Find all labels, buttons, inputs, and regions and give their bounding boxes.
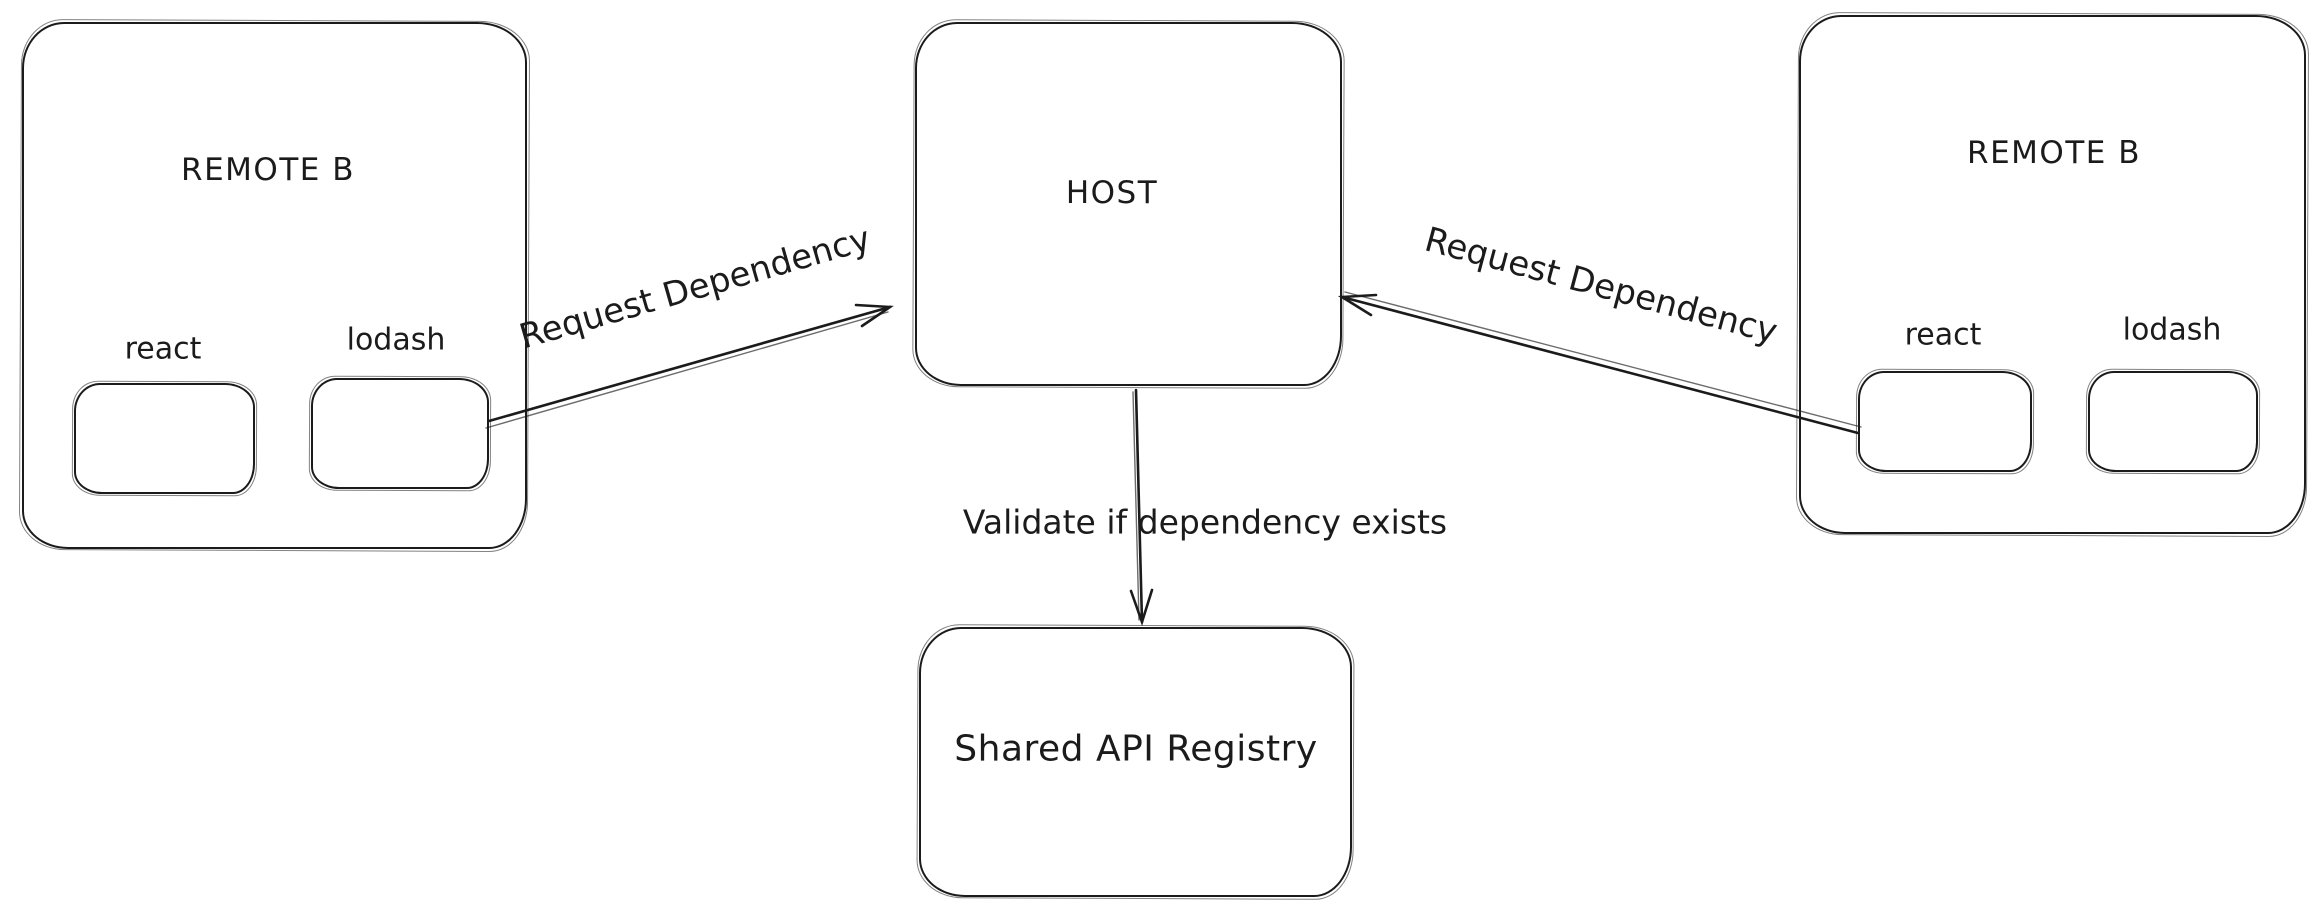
remote-b-right-box: [1799, 15, 2306, 534]
arrowhead-icon: [1129, 588, 1154, 627]
arrowhead-icon: [854, 303, 894, 328]
shared-api-registry-title: Shared API Registry: [954, 728, 1318, 770]
remote-b-left-react-box: [74, 383, 255, 494]
remote-b-right-lodash-box: [2088, 371, 2258, 472]
remote-b-left-lodash-box: [311, 378, 489, 489]
host-box: [915, 22, 1342, 386]
remote-b-right-react-label: react: [1904, 317, 1982, 353]
request-dependency-label-right: Request Dependency: [1420, 219, 1782, 353]
arrowhead-icon: [1337, 293, 1378, 317]
validate-dependency-label: Validate if dependency exists: [962, 502, 1448, 542]
remote-b-left-title: REMOTE B: [181, 152, 355, 188]
request-dependency-arrow-right: [1337, 291, 1862, 435]
remote-b-right-react-box: [1858, 371, 2032, 472]
request-dependency-label-left: Request Dependency: [515, 218, 875, 358]
remote-b-left-box: [22, 22, 527, 549]
remote-b-left-react-label: react: [124, 331, 202, 367]
remote-b-left-lodash-label: lodash: [346, 322, 446, 358]
shared-api-registry-box: [919, 627, 1352, 897]
remote-b-right-title: REMOTE B: [1967, 135, 2141, 171]
host-title: HOST: [1065, 175, 1159, 211]
remote-b-right-lodash-label: lodash: [2122, 312, 2222, 348]
